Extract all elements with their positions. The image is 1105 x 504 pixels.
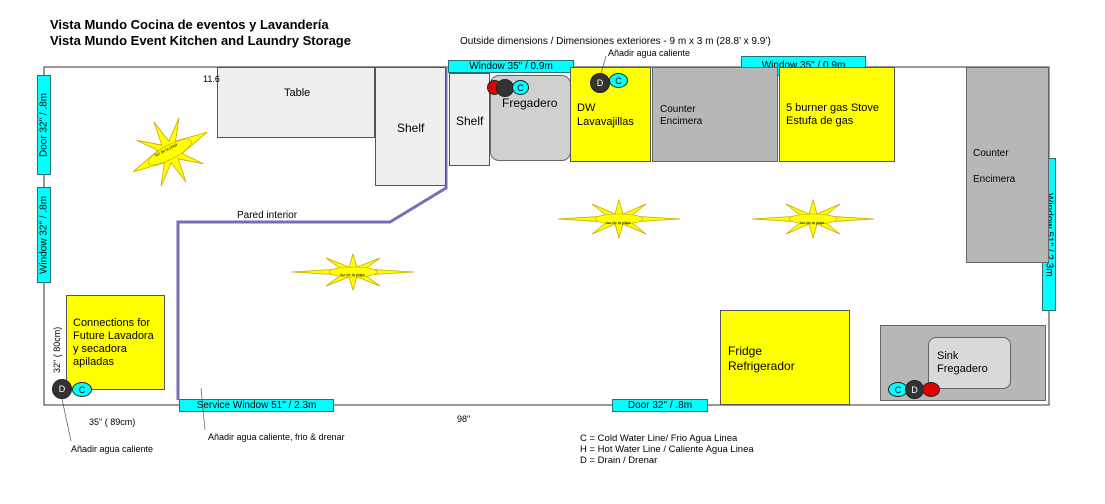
connections-line-1: Connections for — [73, 317, 151, 329]
counter-right: Counter Encimera — [966, 67, 1049, 263]
shelf-fixture-2: Shelf — [449, 73, 490, 166]
table-fixture: Table — [217, 67, 375, 138]
outside-dimensions-label: Outside dimensions / Dimensiones exterio… — [460, 36, 771, 47]
add-all-water-label: Añadir agua caliente, frio & drenar — [208, 432, 345, 442]
shelf-fixture-1: Shelf — [375, 67, 446, 186]
dimension-35-89cm: 35" ( 89cm) — [89, 417, 136, 427]
service-window: Service Window 51" / 2.3m — [179, 399, 334, 412]
ceiling-light-4 — [751, 198, 875, 240]
laundry-connections: Connections for Future Lavadora y secado… — [66, 295, 165, 390]
fridge-label-es: Refrigerador — [728, 359, 795, 373]
dimension-98: 98" — [457, 414, 471, 424]
dimension-11-6: 11.6 — [203, 74, 220, 84]
light-label-4: luz de la plaja — [800, 220, 825, 225]
connections-line-2: Future Lavadora — [73, 330, 154, 342]
light-label-2: luz de la plaja — [340, 272, 365, 277]
drain-pipe-laundry: D — [52, 379, 72, 399]
connections-line-4: apiladas — [73, 356, 114, 368]
legend-hot: H = Hot Water Line / Caliente Agua Linea — [580, 444, 754, 455]
shelf-label-1: Shelf — [397, 121, 425, 135]
legend-cold: C = Cold Water Line/ Frio Agua Linea — [580, 433, 738, 444]
sink-bottom-label-es: Fregadero — [937, 363, 988, 375]
sink-bottom: Sink Fregadero — [928, 337, 1011, 389]
dishwasher-label-es: Lavavajillas — [577, 116, 634, 128]
stove-label-es: Estufa de gas — [786, 115, 854, 127]
counter-right-label-es: Encimera — [973, 174, 1016, 185]
counter-top-label-en: Counter — [660, 104, 696, 115]
legend-drain: D = Drain / Drenar — [580, 455, 658, 466]
cold-water-pipe-top-sink: C — [512, 80, 529, 95]
fridge-fixture: Fridge Refrigerador — [720, 310, 850, 405]
hot-water-pipe-bottom — [922, 382, 940, 397]
pared-interior-label: Pared interior — [237, 210, 298, 221]
diagram-title-es: Vista Mundo Cocina de eventos y Lavander… — [50, 17, 329, 32]
cold-water-pipe-dw: C — [609, 73, 628, 88]
fridge-label-en: Fridge — [728, 344, 763, 358]
shelf-label-2: Shelf — [456, 114, 484, 128]
counter-right-label-en: Counter — [973, 148, 1009, 159]
light-label-3: luz de la plaja — [606, 220, 631, 225]
sink-bottom-label-en: Sink — [937, 350, 959, 362]
connections-line-3: y secadora — [73, 343, 127, 355]
add-hot-water-top-label: Añadir agua caliente — [608, 48, 691, 58]
diagram-title-en: Vista Mundo Event Kitchen and Laundry St… — [50, 33, 351, 48]
ceiling-light-1 — [132, 117, 208, 187]
stove-label-en: 5 burner gas Stove — [786, 102, 879, 114]
table-label: Table — [284, 87, 311, 99]
cold-water-pipe-laundry: C — [72, 382, 92, 397]
window-top-left: Window 35" / 0.9m — [448, 60, 574, 73]
counter-top: Counter Encimera — [652, 67, 778, 162]
door-bottom: Door 32" / .8m — [612, 399, 708, 412]
sink-top-label-es: Fregadero — [502, 96, 558, 110]
dishwasher-label-en: DW — [577, 102, 596, 114]
counter-top-label-es: Encimera — [660, 116, 703, 127]
ceiling-light-2 — [291, 252, 415, 292]
stove-fixture: 5 burner gas Stove Estufa de gas — [779, 67, 895, 162]
add-hot-water-bottom-label: Añadir agua caliente — [71, 444, 154, 454]
ceiling-light-3 — [557, 198, 681, 240]
